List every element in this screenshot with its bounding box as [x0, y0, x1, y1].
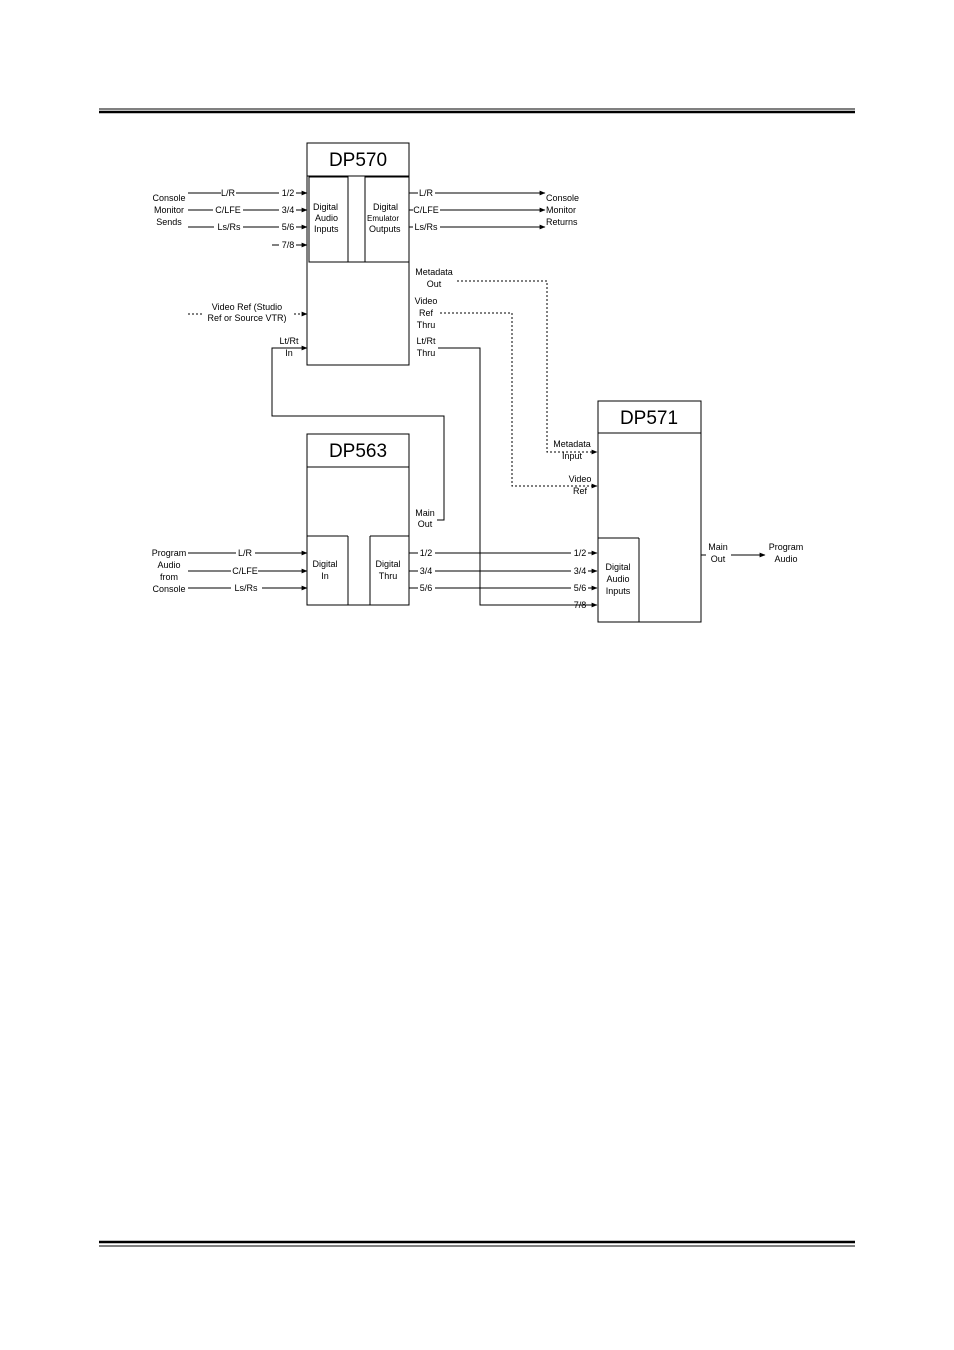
header-rule: [99, 108, 855, 114]
dp571-main-out-label-1: Main: [708, 542, 728, 552]
dp571-title: DP571: [620, 408, 678, 429]
dp571-in-pair-34: 3/4: [574, 566, 587, 576]
dp571-inputs-label-2: Audio: [606, 574, 629, 584]
dp570-output-lines: [409, 190, 546, 230]
dp563-input-lines: [188, 550, 308, 591]
program-audio-from-console: Program Audio from Console: [152, 548, 187, 594]
dp571-video-ref-label-1: Video: [569, 474, 592, 484]
dp570-inputs-label-1: Digital: [313, 202, 338, 212]
video-ref-thru-label-1: Video: [415, 296, 438, 306]
dp570-in-lsrs: Ls/Rs: [217, 222, 241, 232]
dp571-metadata-input-label-1: Metadata: [553, 439, 591, 449]
dp571-inputs-label-3: Inputs: [606, 586, 631, 596]
footer-rule: [99, 1240, 855, 1247]
dp570-emulator-outputs-block: [364, 176, 410, 263]
dp570-outputs-label-3: Outputs: [369, 224, 401, 234]
dp570-in-pair-78: 7/8: [282, 240, 295, 250]
sends-label-3: Sends: [156, 217, 182, 227]
metadata-link: [457, 280, 598, 455]
console-monitor-sends: Console Monitor Sends: [152, 193, 185, 227]
dp563-main-out-label-2: Out: [418, 519, 433, 529]
dp563-digital-thru-label-2: Thru: [379, 571, 398, 581]
dp563-out-pair-12: 1/2: [420, 548, 433, 558]
returns-label-2: Monitor: [546, 205, 576, 215]
dp563-out-pair-56: 5/6: [420, 583, 433, 593]
dp563-digital-in-label-1: Digital: [312, 559, 337, 569]
video-ref-thru-label-2: Ref: [419, 308, 434, 318]
dp571-inputs-label-1: Digital: [605, 562, 630, 572]
dp563-in-clfe: C/LFE: [232, 566, 258, 576]
dp571-main-out-label-2: Out: [711, 554, 726, 564]
dp570-out-lsrs: Ls/Rs: [414, 222, 438, 232]
dp570-out-clfe: C/LFE: [413, 205, 439, 215]
ltrt-in-label-1: Lt/Rt: [279, 336, 299, 346]
returns-label-1: Console: [546, 193, 579, 203]
dp563-digital-thru-label-1: Digital: [375, 559, 400, 569]
sends-label-2: Monitor: [154, 205, 184, 215]
dp563-in-lsrs: Ls/Rs: [234, 583, 258, 593]
returns-label-3: Returns: [546, 217, 578, 227]
dp571-unit: DP571 Digital Audio Inputs: [597, 400, 702, 623]
dp563-out-pair-34: 3/4: [420, 566, 433, 576]
dp570-in-clfe: C/LFE: [215, 205, 241, 215]
dp570-input-lines: [188, 190, 308, 248]
video-ref-in-label-2: Ref or Source VTR): [207, 313, 286, 323]
program-from-label-3: from: [160, 572, 178, 582]
program-from-label-4: Console: [152, 584, 185, 594]
ltrt-thru-label-2: Thru: [417, 348, 436, 358]
dp570-in-lr: L/R: [221, 188, 236, 198]
console-monitor-returns: Console Monitor Returns: [546, 193, 579, 227]
program-from-label-2: Audio: [157, 560, 180, 570]
dp571-video-ref-label-2: Ref: [573, 486, 588, 496]
dp563-thru-lines: [409, 550, 598, 591]
video-ref-link: [440, 312, 598, 489]
metadata-out-label-2: Out: [427, 279, 442, 289]
video-ref-thru-label-3: Thru: [417, 320, 436, 330]
dp570-outputs-label-1: Digital: [373, 202, 398, 212]
dp570-in-pair-12: 1/2: [282, 188, 295, 198]
dp563-main-out-label-1: Main: [415, 508, 435, 518]
dp563-digital-in-label-2: In: [321, 571, 329, 581]
dp570-unit: DP570 Digital Audio Inputs Digital Emula…: [306, 142, 410, 366]
main-out-to-ltrt-link: [271, 345, 445, 521]
ltrt-in-label-2: In: [285, 348, 293, 358]
sends-label-1: Console: [152, 193, 185, 203]
dp571-metadata-input-label-2: Input: [562, 451, 583, 461]
ltrt-thru-label-1: Lt/Rt: [416, 336, 436, 346]
dp570-in-pair-56: 5/6: [282, 222, 295, 232]
dp571-in-pair-12: 1/2: [574, 548, 587, 558]
dp563-title: DP563: [329, 441, 387, 462]
dp563-in-lr: L/R: [238, 548, 253, 558]
dp570-title: DP570: [329, 150, 387, 171]
dp570-outputs-label-2: Emulator: [367, 214, 399, 223]
program-audio-label-2: Audio: [774, 554, 797, 564]
dp570-in-pair-34: 3/4: [282, 205, 295, 215]
program-audio-label-1: Program: [769, 542, 804, 552]
dp570-inputs-label-3: Inputs: [314, 224, 339, 234]
dp571-in-pair-56: 5/6: [574, 583, 587, 593]
metadata-out-label-1: Metadata: [415, 267, 453, 277]
dp571-in-pair-78: 7/8: [574, 600, 587, 610]
dp570-out-lr: L/R: [419, 188, 434, 198]
video-ref-in-label-1: Video Ref (Studio: [212, 302, 282, 312]
ltrt-thru-link: [438, 347, 598, 608]
dp563-unit: DP563 Digital In Digital Thru Main Out: [306, 433, 435, 606]
program-from-label-1: Program: [152, 548, 187, 558]
dp570-inputs-label-2: Audio: [315, 213, 338, 223]
